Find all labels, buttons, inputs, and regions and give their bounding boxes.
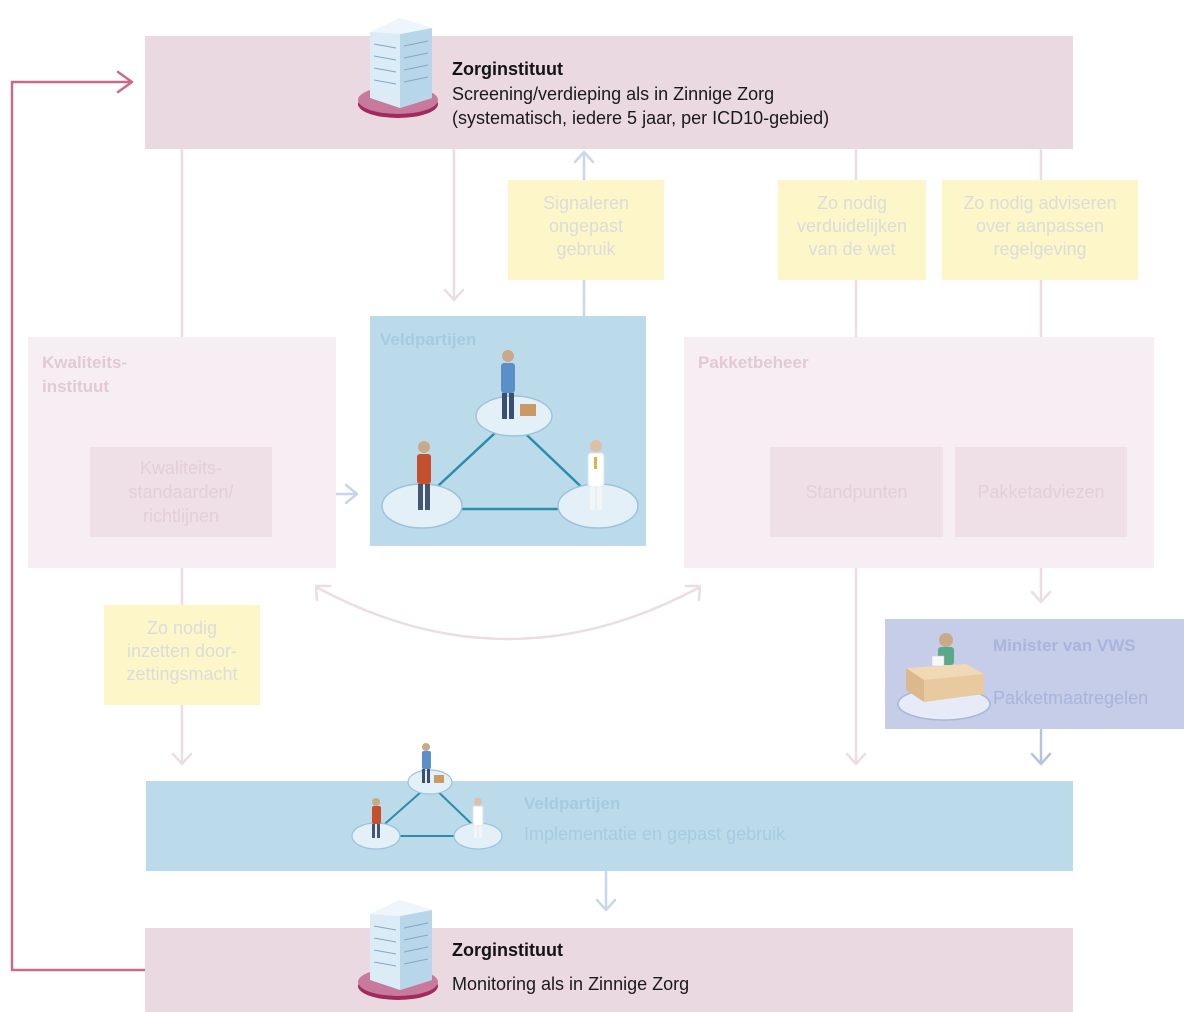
note-signaleren-line-3: gebruik — [556, 239, 616, 259]
minister-desk-icon — [897, 633, 991, 721]
note-signaleren-line-2: ongepast — [548, 216, 624, 236]
veldpartijen-bottom-box — [146, 781, 1073, 871]
note-verduidelijken-line-1: Zo nodig — [816, 193, 888, 213]
note-adviseren-line-1: Zo nodig adviseren — [963, 193, 1117, 213]
note-adviseren-line-2: over aanpassen — [975, 216, 1105, 236]
note-verduidelijken: Zo nodig verduidelijken van de wet — [778, 180, 926, 280]
kwaliteitsinstituut-title-2: instituut — [42, 377, 110, 396]
stakeholders-triangle-small-icon — [351, 743, 503, 850]
note-doorzettingsmacht-line-1: Zo nodig — [146, 618, 218, 638]
veldpartijen-bottom-subtitle: Implementatie en gepast gebruik — [524, 824, 786, 844]
note-verduidelijken-line-3: van de wet — [808, 239, 896, 259]
note-adviseren-line-3: regelgeving — [993, 239, 1087, 259]
note-verduidelijken-line-2: verduidelijken — [796, 216, 908, 236]
pakketadviezen-label: Pakketadviezen — [977, 482, 1105, 502]
building-icon — [358, 18, 438, 118]
top-title: Zorginstituut — [452, 59, 563, 79]
top-line-2: (systematisch, iedere 5 jaar, per ICD10-… — [452, 108, 830, 128]
note-signaleren-line-1: Signaleren — [542, 193, 630, 213]
zorginstituut-top-box — [145, 36, 1073, 149]
kwaliteitsstandaarden-line-2: standaarden/ — [128, 482, 234, 502]
zorginstituut-bottom-box — [145, 928, 1073, 1012]
note-doorzettingsmacht: Zo nodig inzetten door- zettingsmacht — [104, 605, 260, 705]
stakeholders-triangle-icon — [381, 350, 639, 529]
pakketbeheer-title: Pakketbeheer — [698, 353, 809, 372]
kwaliteitsstandaarden-box: Kwaliteits- standaarden/ richtlijnen — [90, 447, 272, 537]
note-doorzettingsmacht-line-3: zettingsmacht — [126, 664, 238, 684]
standpunten-label: Standpunten — [805, 482, 908, 502]
bottom-title: Zorginstituut — [452, 940, 563, 960]
top-line-1: Screening/verdieping als in Zinnige Zorg — [452, 84, 775, 104]
kwaliteitsinstituut-title-1: Kwaliteits- — [42, 353, 128, 372]
standpunten-box: Standpunten — [770, 447, 943, 537]
veldpartijen-bottom-title: Veldpartijen — [524, 794, 621, 813]
minister-title: Minister van VWS — [993, 636, 1136, 655]
note-adviseren: Zo nodig adviseren over aanpassen regelg… — [942, 180, 1138, 280]
building-icon — [358, 900, 438, 1000]
kwaliteitsstandaarden-line-1: Kwaliteits- — [139, 458, 223, 478]
veldpartijen-center-title: Veldpartijen — [380, 330, 477, 349]
note-signaleren: Signaleren ongepast gebruik — [508, 180, 664, 280]
note-doorzettingsmacht-line-2: inzetten door- — [126, 641, 238, 661]
bottom-line-1: Monitoring als in Zinnige Zorg — [452, 974, 690, 994]
kwaliteitsstandaarden-line-3: richtlijnen — [142, 506, 220, 526]
minister-subtitle: Pakketmaatregelen — [993, 688, 1149, 708]
pakketadviezen-box: Pakketadviezen — [955, 447, 1127, 537]
